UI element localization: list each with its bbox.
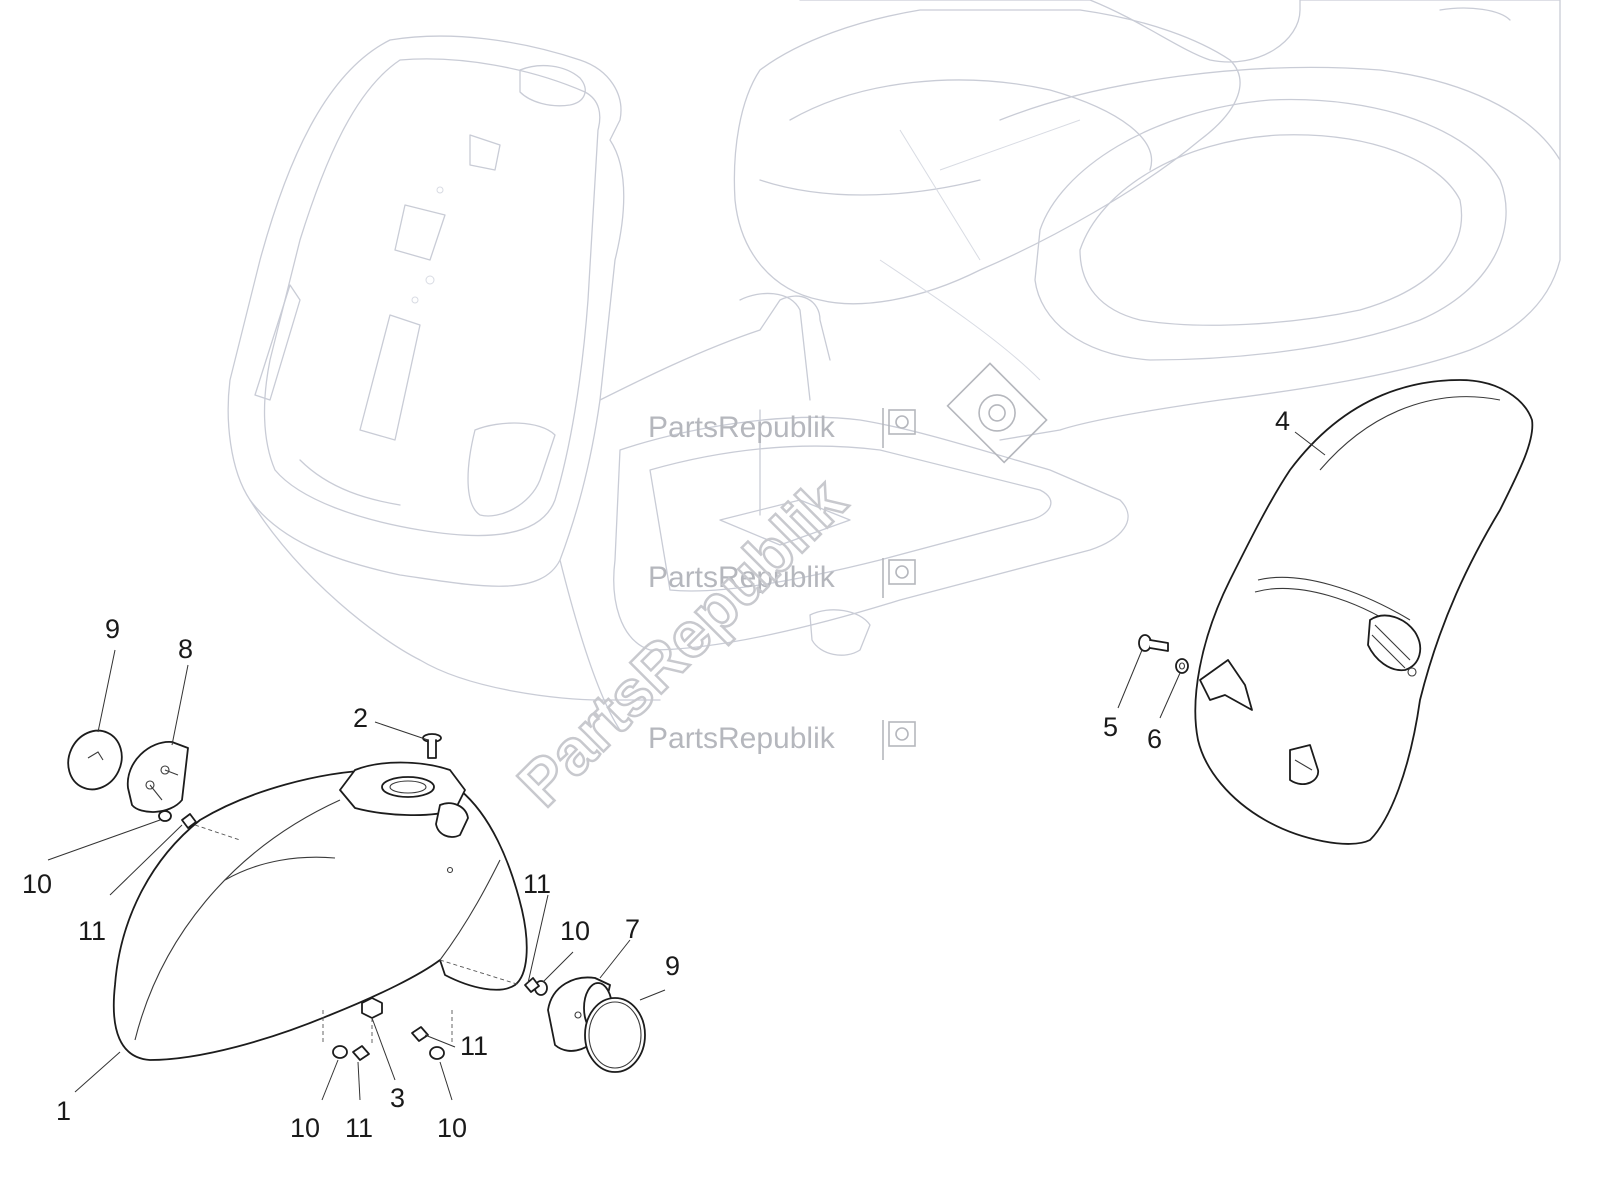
callout-10: 10 [290, 1113, 320, 1143]
callout-10: 10 [22, 869, 52, 899]
callout-11: 11 [460, 1031, 488, 1061]
callout-8: 8 [178, 634, 193, 664]
callout-4: 4 [1275, 406, 1290, 436]
callout-6: 6 [1147, 724, 1162, 754]
clip-part-11 [181, 813, 540, 1061]
callout-9: 9 [665, 951, 680, 981]
callout-2: 2 [353, 703, 368, 733]
washer-part-6 [1175, 658, 1189, 674]
emblem-cap-part-9 [67, 729, 123, 791]
assembly-dashed-lines [194, 824, 521, 1045]
callout-9: 9 [105, 614, 120, 644]
rear-mudguard [1194, 379, 1534, 845]
emblem-base-part-8 [127, 741, 189, 813]
callout-7: 7 [625, 914, 640, 944]
watermark-text: PartsRepublik [648, 722, 836, 755]
callout-labels: 1 2 3 4 5 6 7 8 9 9 10 10 10 10 11 11 11… [22, 406, 1290, 1143]
watermark-diagonal-text: PartsRepublik [504, 464, 859, 819]
bolt-part-5 [1138, 634, 1169, 652]
watermark-text: PartsRepublik [648, 411, 836, 444]
callout-11: 11 [523, 869, 551, 899]
emblem-cap-part-9 [584, 997, 646, 1073]
washer-part-10 [158, 810, 548, 1060]
gear-flag-icon [882, 408, 916, 448]
front-mudguard [112, 761, 528, 1061]
callout-1: 1 [56, 1096, 71, 1126]
gear-flag-icon [882, 720, 916, 760]
leader-lines [47, 431, 1326, 1101]
bolt-part-2 [422, 733, 442, 759]
gear-flag-icon [946, 362, 1048, 464]
gear-flag-icon [882, 558, 916, 598]
callout-11: 11 [345, 1113, 373, 1143]
callout-5: 5 [1103, 712, 1118, 742]
watermark-text: PartsRepublik [648, 561, 836, 594]
watermark-group: PartsRepublik PartsRepublik PartsRepubli… [503, 362, 1048, 821]
callout-3: 3 [390, 1083, 405, 1113]
callout-10: 10 [437, 1113, 467, 1143]
nut-part-3 [361, 997, 383, 1019]
callout-10: 10 [560, 916, 590, 946]
scooter-body-outline [227, 0, 1561, 731]
callout-11: 11 [78, 916, 106, 946]
